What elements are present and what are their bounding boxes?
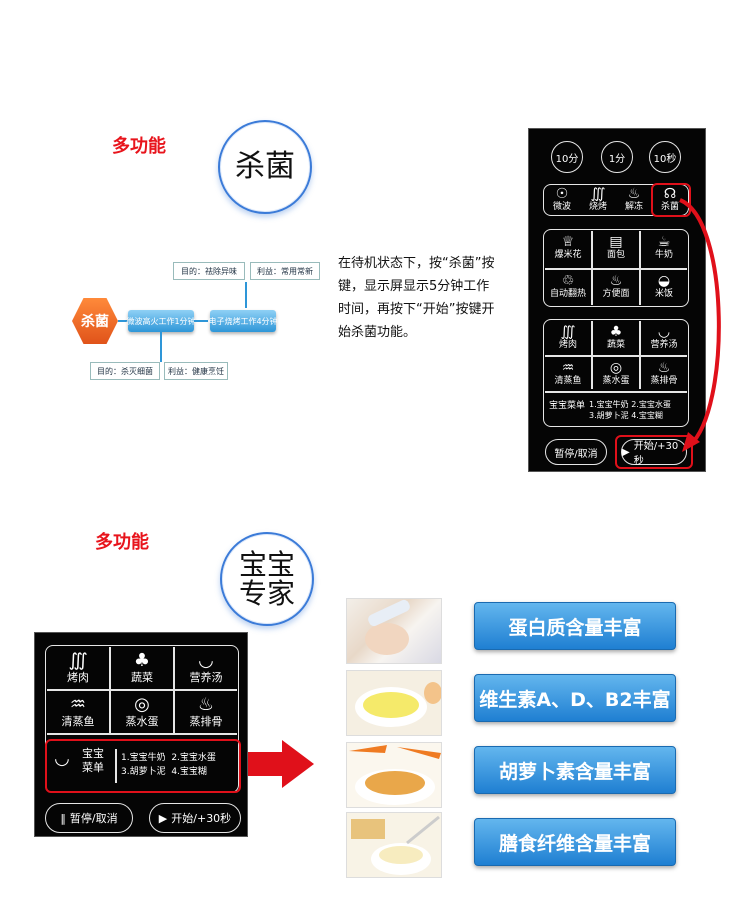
photo-baby-bottle [346,598,442,664]
ribs-icon: ♨ [657,360,671,376]
sterilize-circle: 杀菌 [218,120,312,214]
red-curved-arrow [679,198,721,452]
benefit-vitamins: 维生素A、D、B2丰富 [474,674,676,722]
menu-soup[interactable]: ◡营养汤 [641,325,687,351]
menu-noodles[interactable]: ♨方便面 [593,274,639,300]
egg-icon: ◎ [134,694,150,715]
grill-icon: ∭ [590,186,606,202]
btn-10sec[interactable]: 10秒 [649,141,681,173]
baby-menu-label-2[interactable]: 宝宝菜单 [82,747,104,774]
sterilize-icon: ☊ [663,186,677,202]
control-panel-2: ∭烤肉 ♣蔬菜 ◡营养汤 ♒清蒸鱼 ◎蒸水蛋 ♨蒸排骨 ◡ 宝宝菜单 1.宝宝牛… [34,632,248,837]
baby-menu-label[interactable]: 宝宝菜单 [548,401,585,411]
milk-icon: ☕ [657,234,671,250]
menu2-soup[interactable]: ◡营养汤 [175,651,237,685]
sterilize-description: 在待机状态下，按“杀菌”按键，显示屏显示5分钟工作时间，再按下“开始”按键开始杀… [338,256,495,340]
benefit-protein: 蛋白质含量丰富 [474,602,676,650]
menu-steamed-fish[interactable]: ♒清蒸鱼 [545,361,591,387]
photo-cereal-porridge [346,812,442,878]
baby-bowl-icon: ◡ [54,748,70,769]
baby-menu-items: 1.宝宝牛奶 2.宝宝水蛋 3.胡萝卜泥 4.宝宝糊 [589,400,671,420]
cook-menu-group [543,319,689,427]
flow-note-bot2: 利益：健康烹饪 [164,362,228,380]
auto-menu-group [543,229,689,307]
red-right-arrow [248,740,314,788]
flow-box-microwave: 微波高火工作1分钟 [126,310,196,332]
menu-auto-reheat[interactable]: ♲自动翻热 [545,274,591,300]
btn-10min[interactable]: 10分 [551,141,583,173]
rice-icon: ◒ [657,273,671,289]
flow-box-grill: 电子烧烤工作4分钟 [208,310,278,332]
mode-group [543,184,689,216]
fish-icon: ♒ [69,694,87,715]
start-highlight [615,435,693,469]
flow-note-top1: 目的：祛除异味 [173,262,245,280]
pause-icon: ‖ [60,811,66,825]
mode-sterilize[interactable]: ☊杀菌 [653,187,687,213]
menu-milk[interactable]: ☕牛奶 [641,235,687,261]
pause-cancel-button-2[interactable]: ‖暂停/取消 [45,803,133,833]
flow-note-bot1: 目的：杀灭细菌 [90,362,160,380]
section1-heading: 多功能 [112,136,166,157]
sterilize-highlight [651,183,691,217]
vegetable-icon: ♣ [609,324,623,340]
menu-steamed-egg[interactable]: ◎蒸水蛋 [593,361,639,387]
mode-microwave[interactable]: ☉微波 [545,187,579,213]
play-icon: ▶ [158,811,168,825]
play-icon: ▶ [622,446,630,458]
start-button-2[interactable]: ▶开始/+30秒 [149,803,241,833]
noodles-icon: ♨ [609,273,623,289]
menu2-steamed-ribs[interactable]: ♨蒸排骨 [175,695,237,729]
fish-icon: ♒ [561,360,575,376]
roast-icon: ∭ [68,650,88,671]
section2-heading: 多功能 [95,532,149,553]
ribs-icon: ♨ [197,694,215,715]
roast-icon: ∭ [560,324,576,340]
sterilize-flow-diagram: 目的：祛除异味 利益：常用常新 杀菌 微波高火工作1分钟 电子烧烤工作4分钟 目… [60,258,335,388]
menu-steamed-ribs[interactable]: ♨蒸排骨 [641,361,687,387]
benefit-fiber: 膳食纤维含量丰富 [474,818,676,866]
vegetable-icon: ♣ [133,650,151,671]
menu-bread[interactable]: ▤面包 [593,235,639,261]
pause-cancel-button[interactable]: 暂停/取消 [545,439,607,465]
start-button[interactable]: ▶开始/+30秒 [621,439,687,467]
microwave-icon: ☉ [555,186,569,202]
flow-note-top2: 利益：常用常新 [250,262,320,280]
menu-popcorn[interactable]: ♕爆米花 [545,235,591,261]
popcorn-icon: ♕ [561,234,575,250]
control-panel-1: 10分 1分 10秒 ☉微波 ∭烧烤 ♨解冻 ☊杀菌 ♕爆米花 ▤面包 ☕牛奶 … [528,128,706,472]
benefit-carotene: 胡萝卜素含量丰富 [474,746,676,794]
btn-1min[interactable]: 1分 [601,141,633,173]
menu2-roast-meat[interactable]: ∭烤肉 [47,651,109,685]
photo-milk-bowl [346,670,442,736]
menu2-vegetable[interactable]: ♣蔬菜 [111,651,173,685]
defrost-icon: ♨ [627,186,641,202]
reheat-icon: ♲ [561,273,575,289]
menu-roast-meat[interactable]: ∭烤肉 [545,325,591,351]
baby-menu-items-2: 1.宝宝牛奶 2.宝宝水蛋 3.胡萝卜泥 4.宝宝糊 [121,753,216,777]
soup-icon: ◡ [657,324,671,340]
mode-grill[interactable]: ∭烧烤 [581,187,615,213]
menu-vegetable[interactable]: ♣蔬菜 [593,325,639,351]
egg-icon: ◎ [609,360,623,376]
baby-menu-highlight [45,739,241,793]
flow-sterilize-hex: 杀菌 [72,298,118,344]
menu2-steamed-egg[interactable]: ◎蒸水蛋 [111,695,173,729]
mode-defrost[interactable]: ♨解冻 [617,187,651,213]
photo-carrot-puree [346,742,442,808]
bread-icon: ▤ [609,234,623,250]
menu-rice[interactable]: ◒米饭 [641,274,687,300]
baby-expert-circle: 宝宝专家 [220,532,314,626]
menu2-steamed-fish[interactable]: ♒清蒸鱼 [47,695,109,729]
soup-icon: ◡ [198,650,214,671]
